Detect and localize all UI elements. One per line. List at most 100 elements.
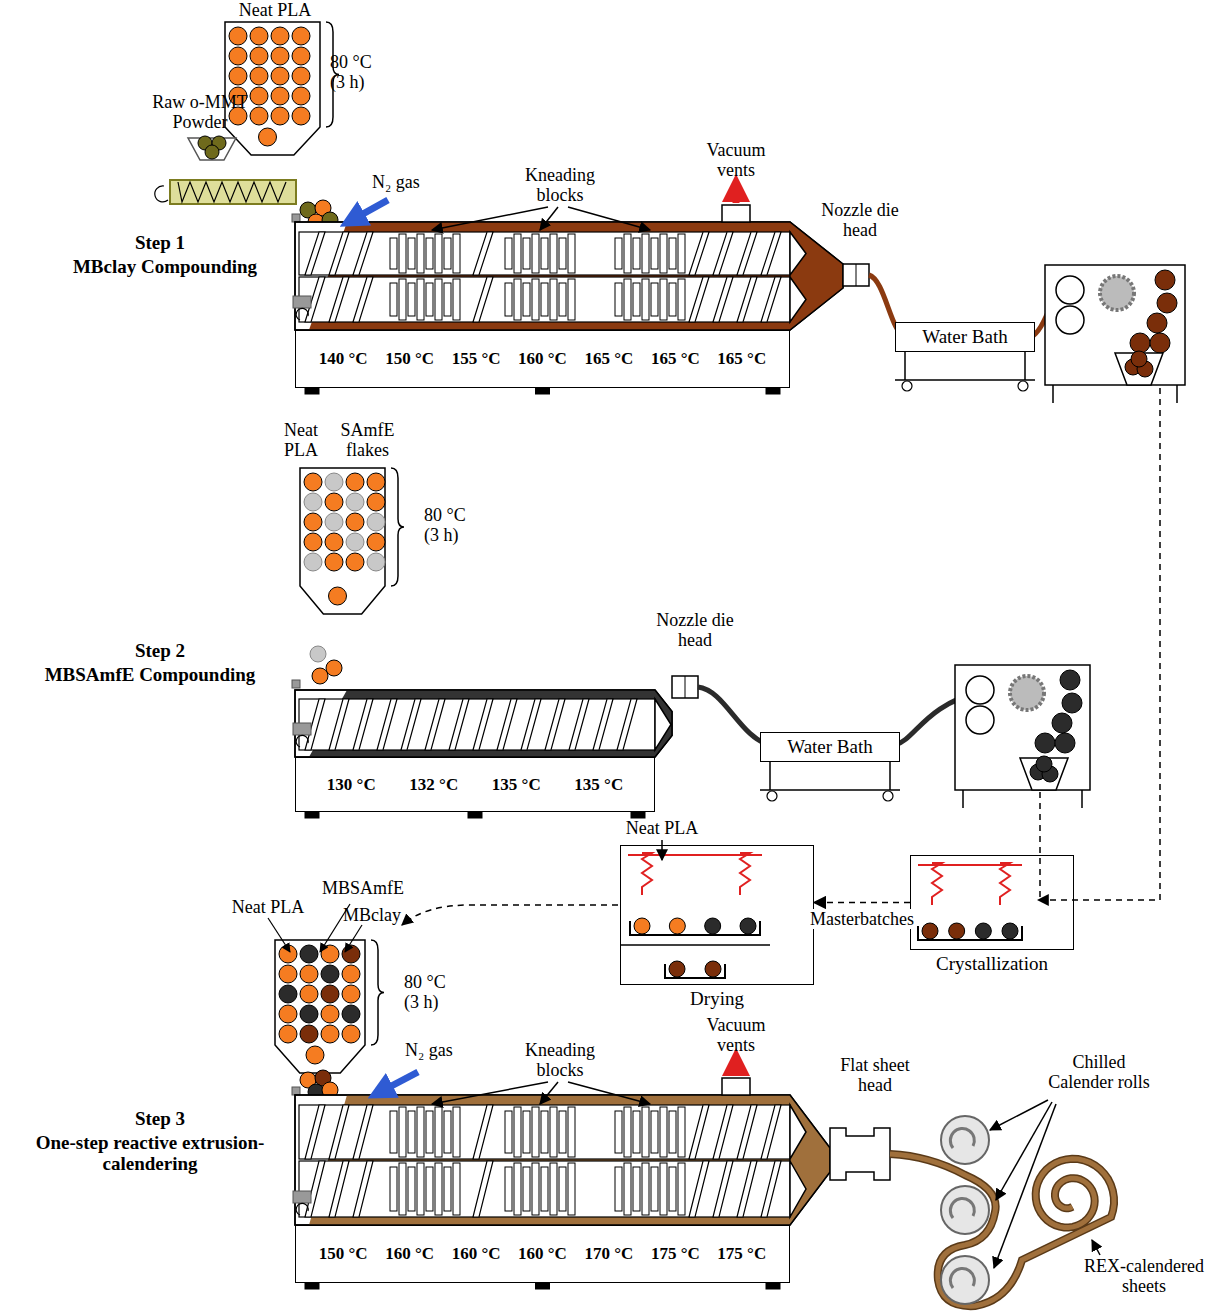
pellet: [346, 493, 364, 511]
machine-foot: [536, 388, 550, 394]
polymer-melt: [295, 690, 672, 757]
pellet: [292, 47, 310, 65]
temperature-label: 165 °C: [717, 349, 766, 369]
pelletizer: [1100, 276, 1134, 310]
leader-arrow: [540, 207, 558, 230]
temperature-band: 130 °C132 °C135 °C135 °C: [295, 757, 655, 812]
pellet: [279, 965, 297, 983]
step-label: Step 2: [100, 640, 220, 661]
screw: [473, 699, 493, 750]
kneading-block: [541, 1111, 548, 1153]
transfer-arrow: [814, 902, 910, 904]
pellet: [1130, 333, 1150, 353]
pellet: [250, 47, 268, 65]
callout-label: Vacuum vents: [690, 140, 782, 180]
oven-heater: [1000, 863, 1010, 905]
kneading-block: [559, 283, 566, 316]
vacuum-vent: [722, 1078, 750, 1095]
kneading-block: [651, 283, 658, 316]
calendered-sheet: [890, 1154, 1114, 1306]
kneading-block: [541, 1167, 548, 1211]
screw: [689, 1161, 709, 1217]
nitrogen-arrow: [352, 200, 388, 220]
kneading-block: [523, 283, 530, 316]
pellet: [634, 918, 650, 934]
pellet: [325, 513, 343, 531]
water-bath: Water Bath: [760, 732, 900, 762]
leader-arrow: [661, 840, 663, 860]
kneading-block: [568, 234, 575, 273]
pellet: [342, 1025, 360, 1043]
water-bath: Water Bath: [895, 322, 1035, 352]
kneading-block: [633, 238, 640, 269]
kneading-block: [550, 1107, 557, 1157]
pellet: [271, 47, 289, 65]
callout-label: MBSAmfE: [318, 878, 408, 898]
kneading-block: [426, 1111, 433, 1153]
temperature-label: 175 °C: [717, 1244, 766, 1264]
pellet: [292, 27, 310, 45]
screw: [713, 277, 733, 322]
box-label: Water Bath: [922, 326, 1008, 348]
pellet: [1002, 923, 1018, 939]
kneading-block: [532, 234, 539, 273]
screw: [689, 277, 709, 322]
kneading-block: [444, 238, 451, 269]
kneading-block: [642, 234, 649, 273]
kneading-block: [523, 1167, 530, 1211]
kneading-block: [408, 1167, 415, 1211]
kneading-block: [633, 283, 640, 316]
screw: [737, 1105, 757, 1159]
collection-bin: [1036, 756, 1052, 772]
bath-stand: [902, 381, 912, 391]
oven-label: Crystallization: [881, 953, 1103, 975]
callout-label: Neat PLA: [228, 897, 308, 917]
kneading-block: [532, 279, 539, 320]
kneading-block: [435, 279, 442, 320]
pellet: [304, 533, 322, 551]
screw: [761, 1105, 781, 1159]
screw: [305, 1105, 325, 1159]
temperature-label: 135 °C: [492, 775, 541, 795]
callout-label: SAmfE flakes: [335, 420, 400, 460]
bath-stand: [1018, 381, 1028, 391]
polymer-melt: [295, 1095, 830, 1225]
kneading-block: [399, 279, 406, 320]
pellet: [250, 87, 268, 105]
kneading-block: [435, 234, 442, 273]
kneading-block: [399, 1107, 406, 1157]
motor-drive: [296, 308, 308, 320]
kneading-block: [568, 1163, 575, 1215]
pellet: [321, 945, 339, 963]
transfer-line: [402, 905, 618, 925]
temperature-label: 140 °C: [319, 349, 368, 369]
kneading-block: [426, 238, 433, 269]
callout-label: 80 °C (3 h): [330, 52, 390, 92]
screw: [713, 232, 733, 275]
pellet: [669, 961, 685, 977]
pellet: [304, 553, 322, 571]
kneading-block: [514, 1107, 521, 1157]
oven-heater: [918, 864, 1022, 866]
pellet: [975, 923, 991, 939]
kneading-block: [642, 279, 649, 320]
callout-label: MBclay: [342, 905, 402, 925]
screw: [761, 232, 781, 275]
screw: [299, 1161, 790, 1217]
pellet: [1155, 270, 1175, 290]
callout-label: 80 °C (3 h): [404, 972, 464, 1012]
kneading-block: [408, 1111, 415, 1153]
pellet: [367, 493, 385, 511]
kneading-block: [390, 1111, 397, 1153]
calender-roll: [941, 1186, 989, 1234]
pellet: [321, 965, 339, 983]
pellet: [367, 473, 385, 491]
extruder-barrel: [295, 222, 843, 330]
leader-arrow: [1092, 1240, 1100, 1255]
callout-label: 80 °C (3 h): [424, 505, 484, 545]
pellet: [346, 473, 364, 491]
calender-roll: [950, 1268, 974, 1288]
callout-label: Kneading blocks: [505, 165, 615, 205]
pelletizer-stand: [1053, 385, 1177, 403]
kneading-block: [550, 1163, 557, 1215]
